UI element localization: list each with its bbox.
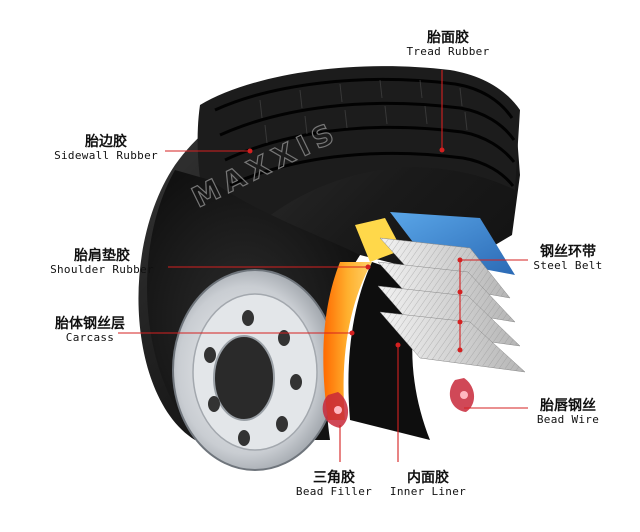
- leader-dots: [247, 147, 463, 353]
- label-shoulder-en: Shoulder Rubber: [50, 263, 154, 277]
- label-sidewall-en: Sidewall Rubber: [54, 149, 158, 163]
- label-steel-belt-en: Steel Belt: [533, 259, 603, 273]
- label-steel-belt-zh: 钢丝环带: [540, 244, 596, 260]
- tread-grooves: [214, 77, 516, 187]
- label-bead-filler: 三角胶 Bead Filler: [284, 470, 384, 499]
- leader-lines: [118, 70, 528, 462]
- tread-sipes: [259, 79, 468, 144]
- label-carcass-zh: 胎体钢丝层: [55, 316, 125, 332]
- label-tread-zh: 胎面胶: [427, 30, 469, 46]
- shoulder-section: [355, 218, 402, 262]
- label-bead-wire-en: Bead Wire: [536, 413, 600, 427]
- label-carcass: 胎体钢丝层 Carcass: [40, 316, 140, 345]
- label-inner-liner-zh: 内面胶: [407, 470, 449, 486]
- label-inner-liner: 内面胶 Inner Liner: [378, 470, 478, 499]
- label-steel-belt: 钢丝环带 Steel Belt: [528, 244, 608, 273]
- label-bead-wire: 胎唇钢丝 Bead Wire: [528, 398, 608, 427]
- label-bead-filler-zh: 三角胶: [313, 470, 355, 486]
- label-tread-rubber: 胎面胶 Tread Rubber: [398, 30, 498, 59]
- label-sidewall-rubber: 胎边胶 Sidewall Rubber: [46, 134, 166, 163]
- label-shoulder-rubber: 胎肩垫胶 Shoulder Rubber: [40, 248, 164, 277]
- label-inner-liner-en: Inner Liner: [389, 485, 467, 499]
- label-shoulder-zh: 胎肩垫胶: [74, 248, 130, 264]
- label-sidewall-zh: 胎边胶: [85, 134, 127, 150]
- carcass-section: [323, 262, 372, 420]
- rim-hub: [213, 335, 275, 421]
- label-bead-wire-zh: 胎唇钢丝: [540, 398, 596, 414]
- steel-belt-blue: [390, 212, 515, 275]
- steel-belt-layers: [377, 237, 526, 373]
- label-carcass-en: Carcass: [65, 331, 115, 345]
- lug-nut-holes: [204, 310, 302, 446]
- label-tread-en: Tread Rubber: [406, 45, 490, 59]
- label-bead-filler-en: Bead Filler: [295, 485, 373, 499]
